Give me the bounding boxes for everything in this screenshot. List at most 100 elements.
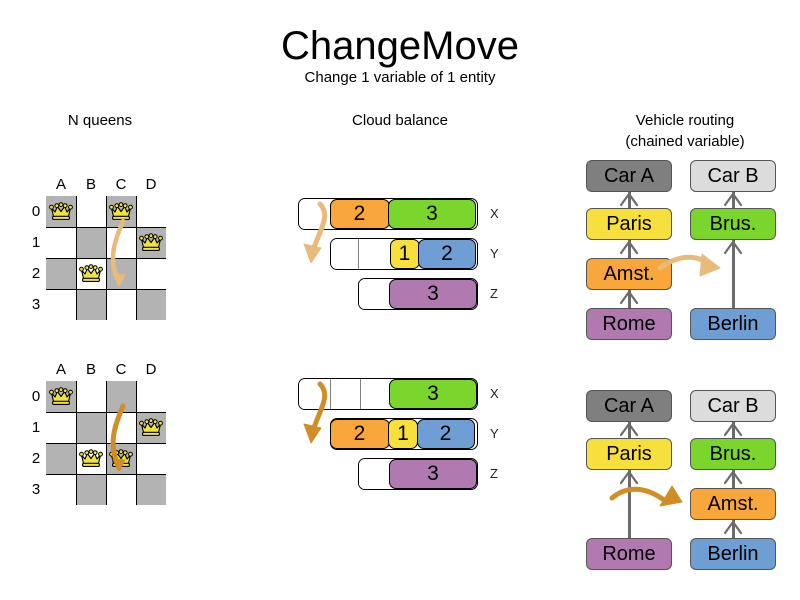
board-cell-D0[interactable] bbox=[136, 381, 166, 412]
board-column-label-b: B bbox=[85, 176, 96, 193]
cloud-process-value: 3 bbox=[426, 202, 438, 225]
vrp-node-label: Brus. bbox=[709, 442, 757, 465]
board-cell-D3[interactable] bbox=[136, 474, 166, 505]
vrp-node-label: Rome bbox=[602, 542, 656, 565]
vrp-chain-connector bbox=[731, 422, 735, 438]
vrp-node-rome[interactable]: Rome bbox=[586, 308, 672, 340]
vrp-node-cara[interactable]: Car A bbox=[586, 160, 672, 192]
board-cell-C3[interactable] bbox=[106, 289, 136, 320]
queen-piece-A0[interactable] bbox=[46, 381, 76, 412]
board-row-label-2: 2 bbox=[31, 265, 41, 282]
queen-piece-D1[interactable] bbox=[136, 227, 166, 258]
board-cell-B1[interactable] bbox=[76, 227, 106, 258]
board-gridline-vertical bbox=[136, 196, 137, 320]
board-cell-D2[interactable] bbox=[136, 443, 166, 474]
cloud-computer-label-y: Y bbox=[490, 426, 499, 441]
vrp-chain-arrowhead bbox=[619, 470, 639, 485]
vrp-chain-arrowhead bbox=[723, 520, 743, 535]
vrp-node-carb[interactable]: Car B bbox=[690, 160, 776, 192]
board-cell-D0[interactable] bbox=[136, 196, 166, 227]
vrp-chain-arrowhead bbox=[723, 470, 743, 485]
board-row-label-2: 2 bbox=[31, 450, 41, 467]
cloud-bar-z[interactable]: 3 bbox=[358, 458, 478, 490]
vrp-chain-connector bbox=[627, 422, 631, 438]
vrp-node-label: Car A bbox=[603, 394, 655, 417]
board-cell-C3[interactable] bbox=[106, 474, 136, 505]
cloud-process-y-2[interactable]: 2 bbox=[416, 419, 475, 449]
board-row-label-0: 0 bbox=[31, 388, 41, 405]
cloud-process-x-3[interactable]: 3 bbox=[389, 379, 477, 409]
vrp-chain-arrowhead bbox=[723, 422, 743, 437]
board-cell-A3[interactable] bbox=[46, 289, 76, 320]
cloud-bar-z[interactable]: 3 bbox=[358, 278, 478, 310]
board-cell-B0[interactable] bbox=[76, 196, 106, 227]
cloud-capacity-slot-x-1 bbox=[330, 379, 361, 409]
vrp-chain-arrowhead bbox=[619, 422, 639, 437]
vrp-node-amst[interactable]: Amst. bbox=[586, 258, 672, 290]
vrp-node-berlin[interactable]: Berlin bbox=[690, 538, 776, 570]
board-cell-A1[interactable] bbox=[46, 227, 76, 258]
cloud-process-z-1[interactable]: 3 bbox=[389, 459, 477, 489]
queen-piece-B2[interactable] bbox=[76, 443, 106, 474]
vrp-node-cara[interactable]: Car A bbox=[586, 390, 672, 422]
vrp-chain-arrowhead bbox=[619, 240, 639, 255]
cloud-computer-label-z: Z bbox=[490, 286, 498, 301]
cloud-process-value: 1 bbox=[398, 242, 411, 265]
vrp-node-brus[interactable]: Brus. bbox=[690, 208, 776, 240]
queen-piece-C0[interactable] bbox=[106, 196, 136, 227]
board-column-label-d: D bbox=[145, 361, 157, 378]
board-cell-A2[interactable] bbox=[46, 443, 76, 474]
board-cell-D2[interactable] bbox=[136, 258, 166, 289]
vrp-node-label: Brus. bbox=[709, 212, 757, 235]
cloud-process-value: 3 bbox=[427, 282, 439, 305]
board-cell-B1[interactable] bbox=[76, 412, 106, 443]
vrp-title-line-1: Vehicle routing bbox=[635, 112, 735, 129]
board-cell-B3[interactable] bbox=[76, 474, 106, 505]
vrp-node-brus[interactable]: Brus. bbox=[690, 438, 776, 470]
board-gridline-horizontal bbox=[46, 443, 166, 444]
vrp-node-label: Paris bbox=[606, 442, 652, 465]
queen-piece-B2[interactable] bbox=[76, 258, 106, 289]
queen-piece-A0[interactable] bbox=[46, 196, 76, 227]
cloud-capacity-slot-z-0 bbox=[359, 459, 391, 489]
cloud-process-y-2[interactable]: 1 bbox=[389, 239, 420, 269]
cloud-process-y-0[interactable]: 2 bbox=[331, 419, 390, 449]
cloud-process-y-1[interactable]: 1 bbox=[388, 419, 418, 449]
board-cell-B3[interactable] bbox=[76, 289, 106, 320]
board-cell-A3[interactable] bbox=[46, 474, 76, 505]
vrp-node-carb[interactable]: Car B bbox=[690, 390, 776, 422]
board-cell-D3[interactable] bbox=[136, 289, 166, 320]
vrp-title-line-2: (chained variable) bbox=[625, 133, 745, 150]
vrp-chain-arrowhead bbox=[723, 240, 743, 255]
vrp-chain-connector bbox=[731, 470, 735, 488]
cloud-computer-label-y: Y bbox=[490, 246, 499, 261]
vrp-node-paris[interactable]: Paris bbox=[586, 208, 672, 240]
cloud-process-x-2[interactable]: 3 bbox=[388, 199, 476, 229]
vrp-node-paris[interactable]: Paris bbox=[586, 438, 672, 470]
board-row-label-1: 1 bbox=[31, 419, 41, 436]
board-column-label-b: B bbox=[85, 361, 96, 378]
vrp-node-rome[interactable]: Rome bbox=[586, 538, 672, 570]
vrp-node-amst[interactable]: Amst. bbox=[690, 488, 776, 520]
vrp-node-label: Rome bbox=[602, 312, 656, 335]
queen-piece-D1[interactable] bbox=[136, 412, 166, 443]
vrp-node-berlin[interactable]: Berlin bbox=[690, 308, 776, 340]
board-cell-A2[interactable] bbox=[46, 258, 76, 289]
cloud-capacity-slot-y-0 bbox=[331, 239, 359, 269]
board-cell-A1[interactable] bbox=[46, 412, 76, 443]
vrp-node-label: Berlin bbox=[707, 542, 759, 565]
cloud-bar-x[interactable]: 3 bbox=[298, 378, 478, 410]
cloud-process-y-3[interactable]: 2 bbox=[418, 239, 476, 269]
board-cell-B0[interactable] bbox=[76, 381, 106, 412]
vrp-chain-arrowhead bbox=[619, 192, 639, 207]
cloud-process-z-1[interactable]: 3 bbox=[389, 279, 477, 309]
board-column-label-a: A bbox=[55, 361, 66, 378]
